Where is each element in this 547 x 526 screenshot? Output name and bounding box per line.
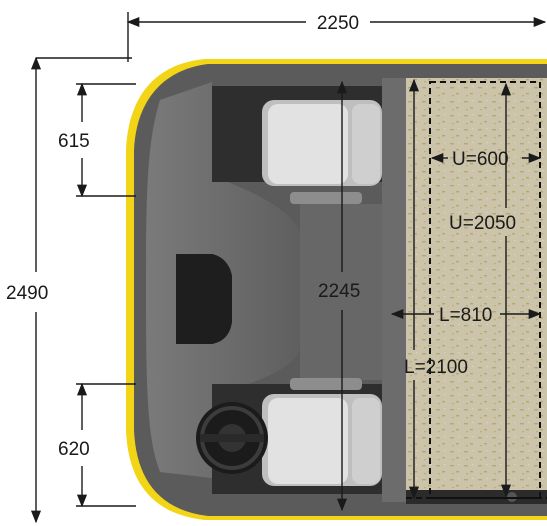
upper-length-label: U=2050 [449, 213, 516, 234]
cabin-length-label: 2245 [318, 281, 360, 302]
lower-length-label: L=2100 [404, 357, 468, 378]
rear-bulkhead [382, 78, 406, 502]
rear-clearance-label: 620 [58, 439, 90, 460]
dimension-lines [30, 12, 547, 524]
passenger-seat [262, 100, 382, 204]
overall-width-label: 2250 [317, 13, 359, 34]
upper-load-outline [429, 81, 541, 499]
driver-seat [262, 378, 382, 486]
cargo-area [406, 78, 547, 504]
dash-vent [176, 254, 232, 344]
upper-width-label: U=600 [452, 149, 509, 170]
overall-length-label: 2490 [6, 283, 48, 304]
front-clearance-label: 615 [58, 131, 90, 152]
lower-width-label: L=810 [439, 305, 492, 326]
cargo-floor [406, 78, 547, 502]
steering-wheel-icon [196, 402, 268, 474]
